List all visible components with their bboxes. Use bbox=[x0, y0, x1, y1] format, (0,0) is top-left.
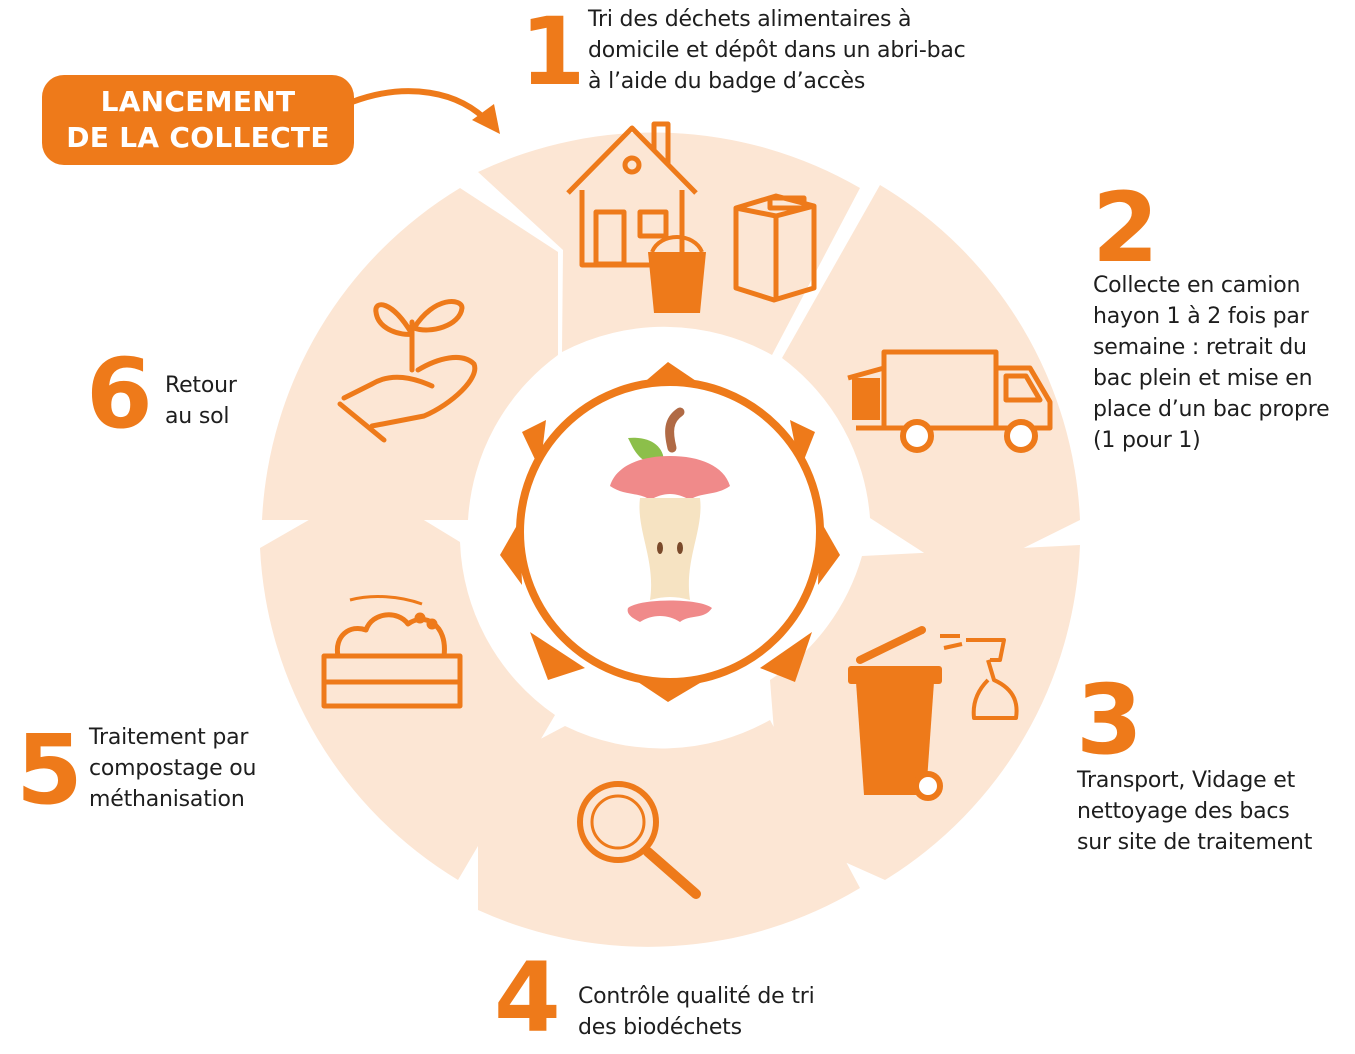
step-3-number: 3 bbox=[1076, 664, 1143, 776]
launch-badge-line2: DE LA COLLECTE bbox=[66, 121, 330, 154]
segment-2-truck bbox=[782, 185, 1080, 578]
step-2-text: Collecte en camion hayon 1 à 2 fois par … bbox=[1093, 273, 1330, 453]
food-bin-icon bbox=[648, 235, 706, 313]
truck-icon bbox=[847, 349, 1053, 453]
house-icon bbox=[566, 121, 698, 268]
abri-bac-icon bbox=[733, 193, 817, 303]
step-3-text: Transport, Vidage et nettoyage des bacs … bbox=[1077, 768, 1313, 855]
apple-core-icon bbox=[610, 407, 730, 622]
launch-badge-line1: LANCEMENT bbox=[100, 85, 296, 118]
curved-arrow-head bbox=[472, 104, 500, 134]
wheelie-bin-icon bbox=[848, 626, 943, 801]
step-2-number: 2 bbox=[1092, 172, 1159, 284]
step-6-text: Retour au sol bbox=[165, 373, 237, 429]
step-4-text: Contrôle qualité de tri des biodéchets bbox=[578, 984, 815, 1040]
step-6-number: 6 bbox=[86, 338, 153, 450]
step-5-text: Traitement par compostage ou méthanisati… bbox=[89, 725, 257, 812]
compost-crate-icon bbox=[321, 595, 463, 709]
cycle-ring bbox=[260, 132, 1080, 947]
magnifier-icon bbox=[577, 781, 701, 899]
step-4-number: 4 bbox=[494, 942, 561, 1054]
curved-arrow-icon bbox=[349, 88, 493, 127]
launch-badge: LANCEMENT DE LA COLLECTE bbox=[42, 75, 354, 165]
step-1-number: 1 bbox=[520, 0, 586, 107]
spray-bottle-icon bbox=[940, 634, 1019, 720]
step-5-number: 5 bbox=[16, 714, 83, 826]
segment-4-search bbox=[478, 720, 860, 947]
plant-in-hand-icon bbox=[337, 299, 478, 443]
step-1-text: Tri des déchets alimentaires à domicile … bbox=[588, 7, 966, 94]
